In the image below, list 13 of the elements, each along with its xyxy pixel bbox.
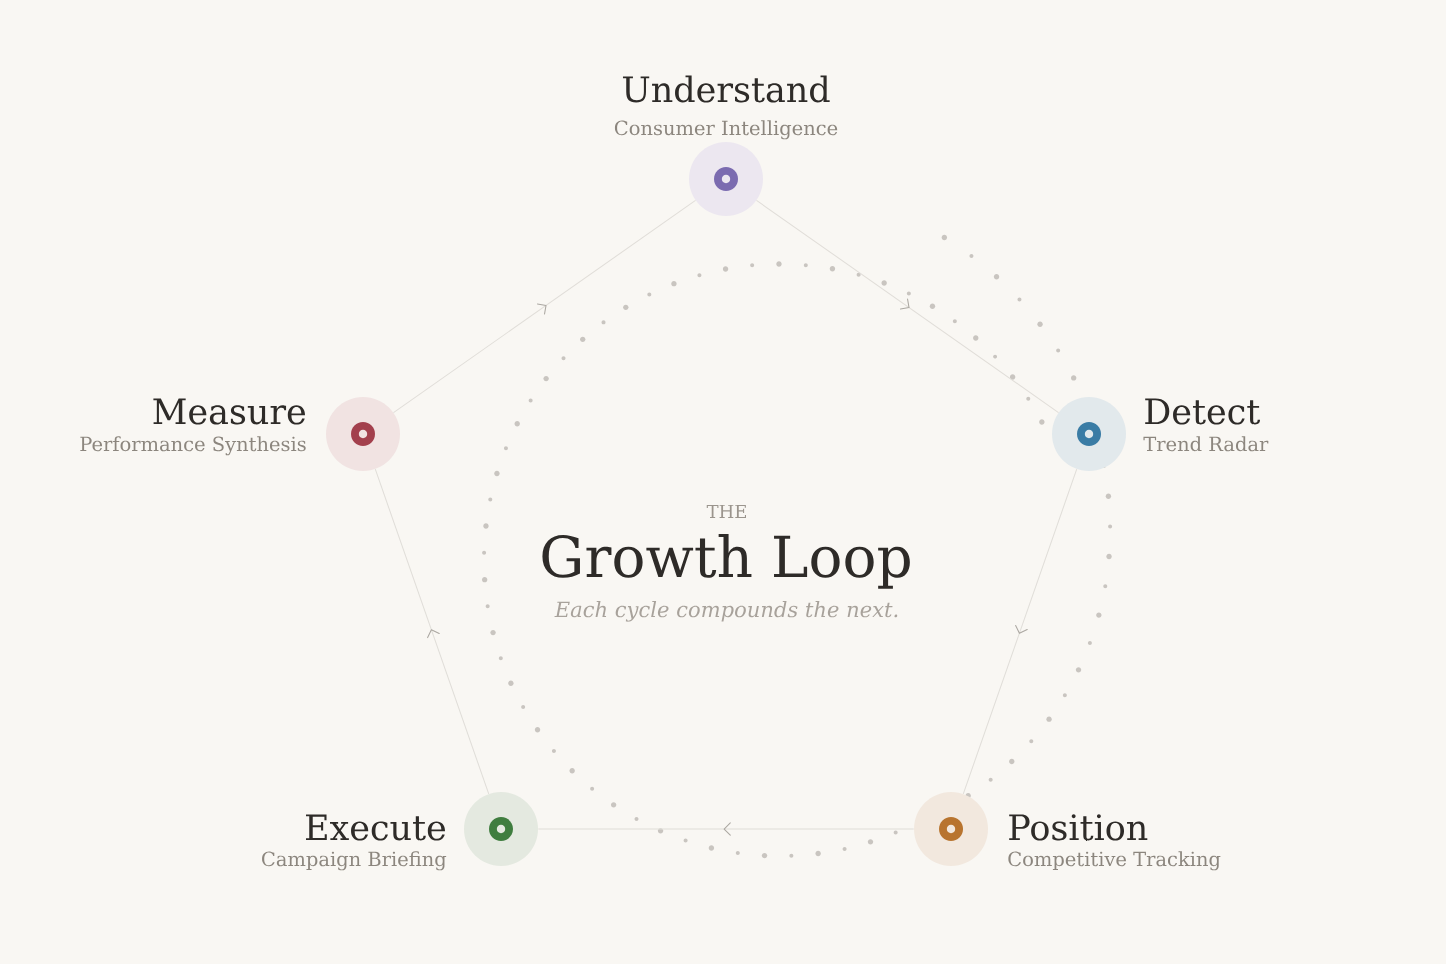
subtitle: Each cycle compounds the next. xyxy=(554,601,898,622)
node-heading: Position xyxy=(1009,814,1148,841)
node-heading: Understand xyxy=(622,75,830,103)
node-heading: Detect xyxy=(1145,398,1260,425)
node-heading: Measure xyxy=(153,398,305,425)
node-subtitle: Performance Synthesis xyxy=(80,436,306,456)
title: Growth Loop xyxy=(542,534,910,589)
node-heading: Execute xyxy=(306,814,445,841)
small-heading: THE xyxy=(706,504,746,518)
node-subtitle: Competitive Tracking xyxy=(1008,851,1221,871)
node-subtitle: Consumer Intelligence xyxy=(614,120,838,140)
node-subtitle: Trend Radar xyxy=(1143,436,1269,452)
node-subtitle: Campaign Briefing xyxy=(262,851,447,871)
